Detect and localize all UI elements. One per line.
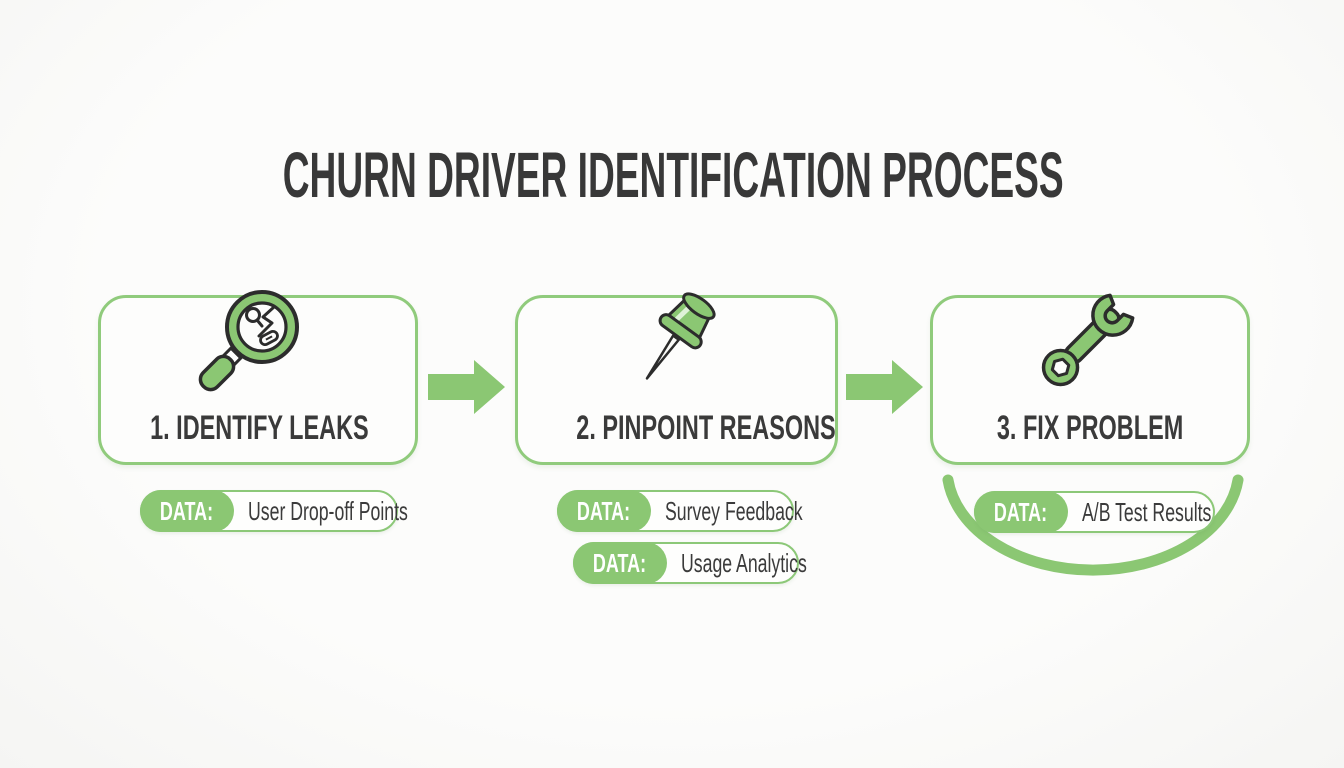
page-title-text: CHURN DRIVER IDENTIFICATION PROCESS — [282, 139, 1064, 211]
step-3-label-text: 3. FIX PROBLEM — [996, 409, 1184, 447]
step-card-fix-problem: 3. FIX PROBLEM — [930, 295, 1250, 465]
arrow-right-icon — [846, 360, 923, 414]
arrow-right-icon — [428, 360, 505, 414]
step-2-label-text: 2. PINPOINT REASONS — [576, 409, 836, 447]
data-value: User Drop-off Points — [248, 492, 483, 530]
magnifier-broken-link-icon — [198, 290, 299, 392]
data-tag: DATA: — [557, 490, 651, 532]
data-pill-user-dropoff: DATA: User Drop-off Points — [140, 490, 408, 532]
loop-arc-icon — [942, 474, 1244, 576]
data-tag-text: DATA: — [994, 496, 1048, 527]
data-value: Survey Feedback — [665, 492, 867, 530]
step-3-label: 3. FIX PROBLEM — [933, 409, 1247, 448]
step-2-label: 2. PINPOINT REASONS — [518, 409, 835, 448]
data-value-text: Survey Feedback — [665, 495, 803, 526]
data-pill-usage-analytics: DATA: Usage Analytics — [573, 542, 807, 584]
data-value: Usage Analytics — [681, 544, 866, 582]
data-tag-text: DATA: — [577, 495, 631, 526]
data-value-text: User Drop-off Points — [248, 495, 408, 526]
data-tag-text: DATA: — [593, 547, 647, 578]
data-pill-ab-test-results: DATA: A/B Test Results — [974, 491, 1215, 533]
data-tag-text: DATA: — [160, 495, 214, 526]
data-value-text: A/B Test Results — [1082, 496, 1212, 527]
step-1-label-text: 1. IDENTIFY LEAKS — [150, 409, 369, 447]
data-value-text: Usage Analytics — [681, 547, 807, 578]
data-tag: DATA: — [974, 491, 1068, 533]
wrench-icon — [1041, 293, 1135, 387]
data-tag: DATA: — [140, 490, 234, 532]
data-tag: DATA: — [573, 542, 667, 584]
data-pill-survey-feedback: DATA: Survey Feedback — [557, 490, 803, 532]
data-value: A/B Test Results — [1082, 493, 1272, 531]
pushpin-icon — [645, 292, 716, 380]
step-1-label: 1. IDENTIFY LEAKS — [101, 409, 415, 448]
page-title: CHURN DRIVER IDENTIFICATION PROCESS — [0, 140, 1344, 210]
